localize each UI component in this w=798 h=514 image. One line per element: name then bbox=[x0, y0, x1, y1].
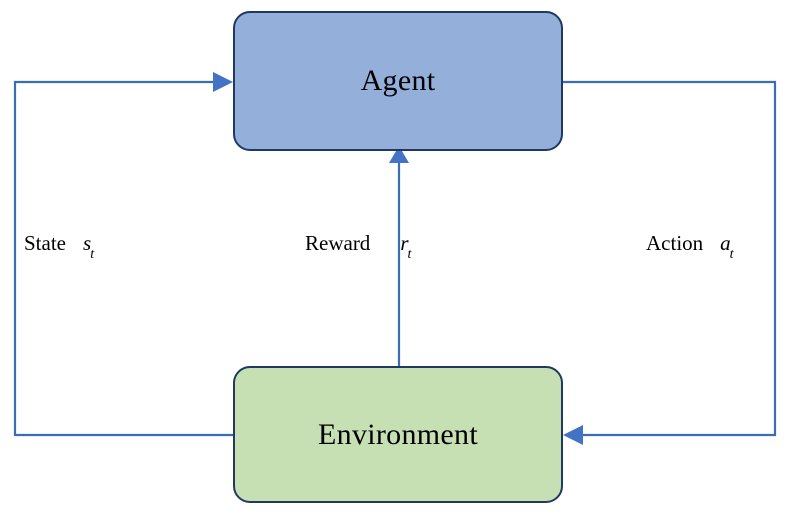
node-environment-label: Environment bbox=[318, 417, 478, 451]
edge-label-state-subscript: t bbox=[90, 247, 95, 263]
edge-label-action-symbol: a bbox=[720, 231, 731, 255]
edge-label-reward-text: Reward bbox=[305, 231, 371, 255]
node-environment[interactable]: Environment bbox=[233, 366, 563, 503]
node-agent-label: Agent bbox=[360, 64, 436, 97]
edge-label-action-text: Action bbox=[646, 231, 704, 255]
edge-label-reward-symbol: r bbox=[400, 231, 409, 255]
state-arrowhead-icon bbox=[213, 72, 233, 92]
edge-label-action-subscript: t bbox=[729, 247, 734, 263]
edge-label-reward: Reward rt bbox=[305, 231, 412, 263]
node-agent[interactable]: Agent bbox=[233, 11, 563, 151]
action-arrowhead-icon bbox=[563, 425, 583, 445]
edge-label-state-symbol: s bbox=[83, 231, 92, 255]
edge-label-state-text: State bbox=[24, 231, 66, 255]
edge-label-reward-subscript: t bbox=[407, 247, 412, 263]
action-connector bbox=[563, 80, 777, 445]
